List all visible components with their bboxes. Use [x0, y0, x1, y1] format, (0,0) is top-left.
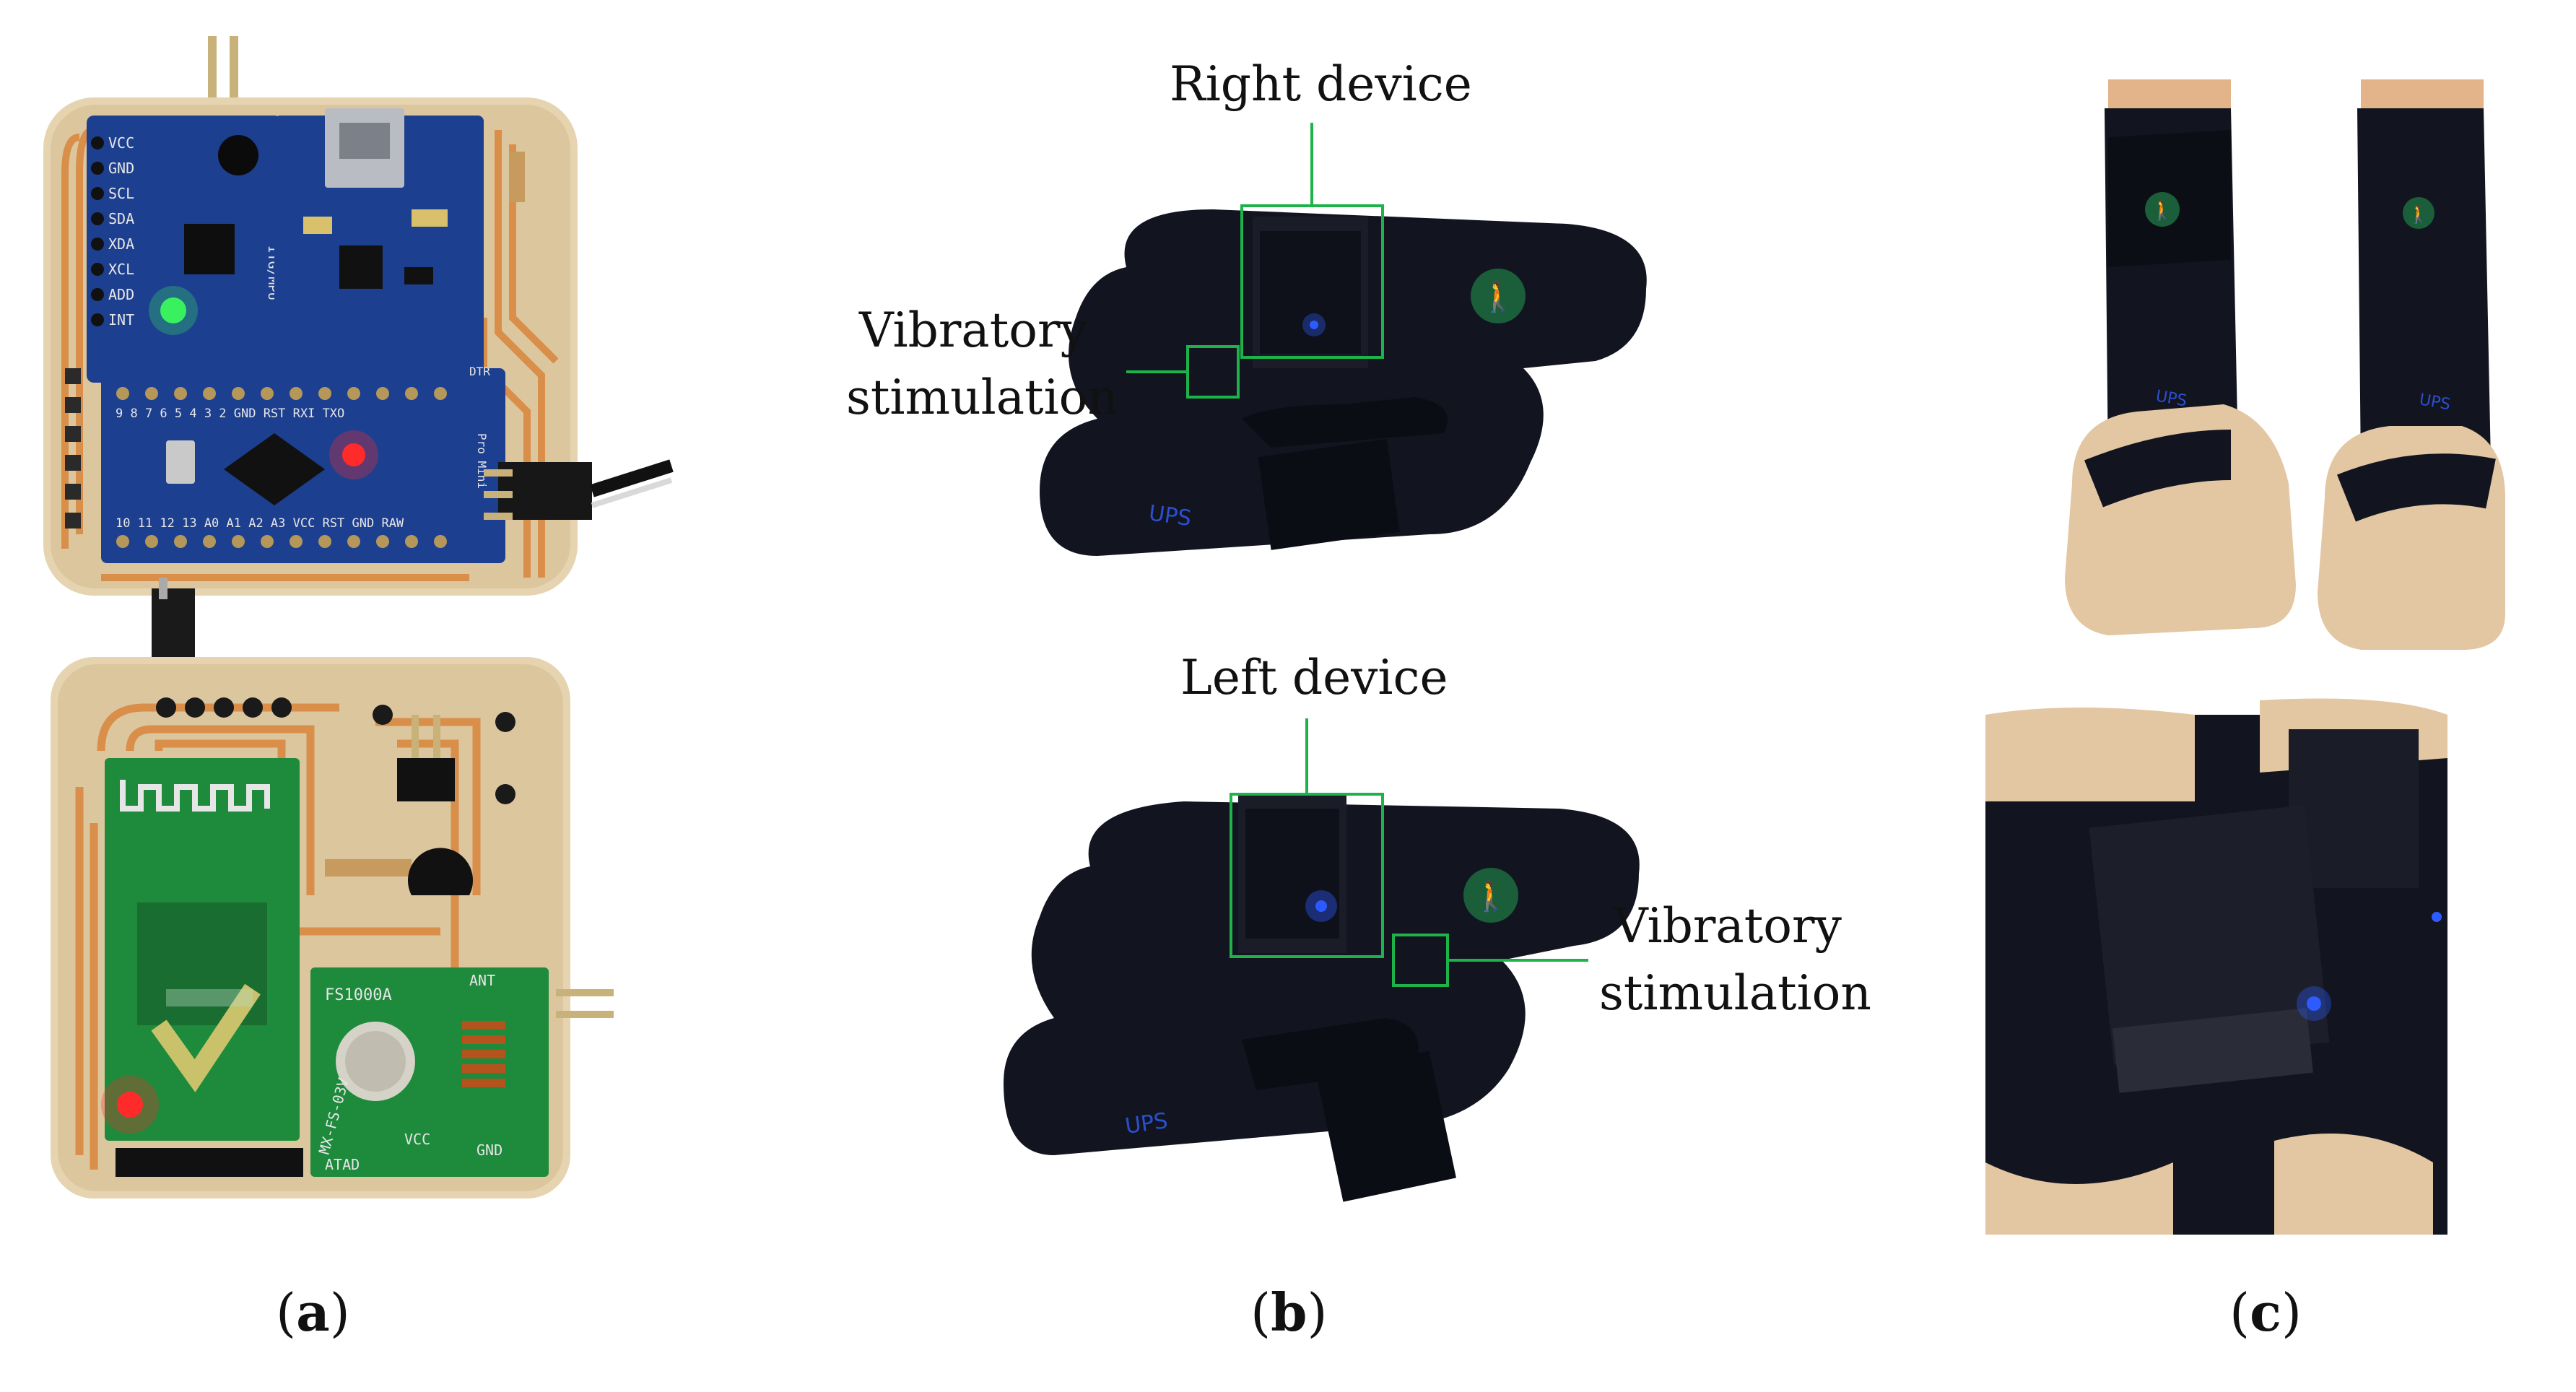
- gnd-label: GND: [477, 1141, 502, 1159]
- pin-label: SDA: [108, 210, 134, 227]
- vibratory-label-left-line2: stimulation: [1599, 965, 1871, 1021]
- walking-person-icon: 🚶: [2408, 204, 2429, 225]
- panel-b-caption: (b): [1250, 1282, 1328, 1343]
- vcc-label: VCC: [404, 1131, 430, 1148]
- pin-label: GND: [108, 160, 134, 177]
- rf-module-label: FS1000A: [325, 986, 392, 1004]
- vibratory-label-right-line2: stimulation: [846, 370, 1118, 425]
- panel-a-caption: (a): [276, 1282, 350, 1343]
- pin-label: VCC: [108, 134, 134, 152]
- left-device-label: Left device: [1180, 650, 1448, 705]
- top-pcb: VCC GND SCL SDA XDA XCL ADD INT ITG/MPU: [43, 36, 674, 596]
- walking-person-icon: 🚶: [1473, 879, 1509, 913]
- feet-front-view: 🚶 UPS 🚶 UPS: [2065, 79, 2505, 650]
- vibratory-label-left-line1: Vibratory: [1614, 898, 1842, 954]
- pin-label: ADD: [108, 286, 134, 303]
- left-device-annotation: [1230, 718, 1588, 987]
- dtr-label: DTR: [469, 365, 490, 378]
- panel-a: VCC GND SCL SDA XDA XCL ADD INT ITG/MPU: [36, 29, 715, 1227]
- band-logo-text: UPS: [1147, 500, 1193, 531]
- walking-person-icon: 🚶: [1480, 280, 1516, 314]
- right-device-band: 🚶 UPS: [1040, 209, 1647, 556]
- panel-c-caption: (c): [2229, 1282, 2302, 1343]
- walking-person-icon: 🚶: [2151, 199, 2174, 222]
- ant-label: ANT: [469, 972, 495, 989]
- feet-photos: 🚶 UPS 🚶 UPS: [1985, 79, 2505, 1235]
- bottom-pcb: FS1000A ANT MX-FS-03V VCC GND ATAD: [51, 578, 614, 1199]
- right-device-label: Right device: [1170, 56, 1472, 112]
- arduino-brand: Pro Mini: [475, 433, 489, 489]
- vibratory-label-right-line1: Vibratory: [859, 303, 1087, 358]
- panel-c: 🚶 UPS 🚶 UPS: [1985, 79, 2549, 1235]
- pin-label: XDA: [108, 235, 134, 253]
- pin-label: INT: [108, 311, 134, 329]
- panel-b: 🚶 UPS 🚶 UPS R: [837, 29, 1920, 1227]
- right-device-annotation: [1126, 123, 1384, 399]
- pin-label: SCL: [108, 185, 134, 202]
- left-device-band: 🚶 UPS: [1004, 794, 1640, 1202]
- devices-closeup: [1985, 698, 2447, 1235]
- device-photos: 🚶 UPS 🚶 UPS: [1004, 123, 1647, 1202]
- arduino-top-pins: 9 8 7 6 5 4 3 2 GND RST RXI TXO: [116, 406, 344, 421]
- atad-label: ATAD: [325, 1156, 360, 1173]
- pin-label: XCL: [108, 261, 134, 278]
- pcb-photos: VCC GND SCL SDA XDA XCL ADD INT ITG/MPU: [43, 36, 674, 1199]
- band-logo-text: UPS: [1123, 1108, 1169, 1139]
- arduino-bottom-pins: 10 11 12 13 A0 A1 A2 A3 VCC RST GND RAW: [116, 516, 404, 531]
